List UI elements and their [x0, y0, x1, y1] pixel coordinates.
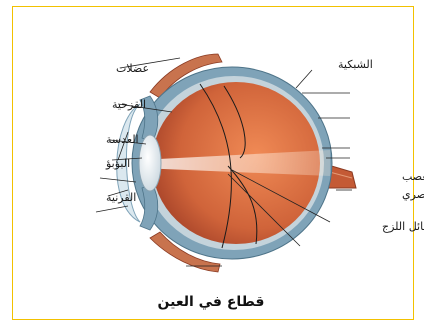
- label-retina: الشبكية: [338, 58, 373, 71]
- label-cornea: القرنية: [106, 191, 136, 204]
- label-lens: العدسة: [106, 133, 139, 146]
- leader-retina: [296, 70, 312, 88]
- label-optic-nerve-2: البصري: [402, 188, 424, 201]
- label-iris: القزحية: [112, 98, 146, 111]
- diagram-caption: قطاع في العين: [158, 294, 265, 310]
- label-vitreous: السائل اللزج: [382, 220, 424, 233]
- label-pupil: البؤبؤ: [105, 157, 130, 170]
- label-optic-nerve-1: العصب: [402, 170, 424, 183]
- leader-front-2: [96, 206, 128, 212]
- label-muscles: عضلات: [116, 62, 149, 75]
